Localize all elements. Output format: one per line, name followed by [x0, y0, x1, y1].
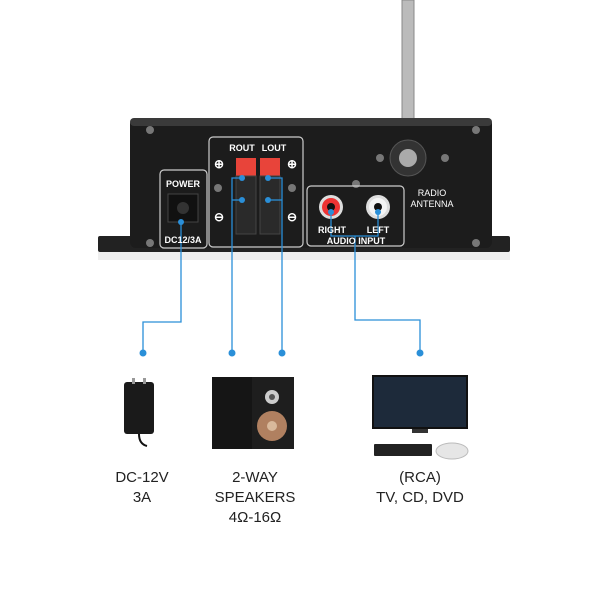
speaker-output-panel — [208, 136, 304, 248]
caption-line: 4Ω-16Ω — [228, 509, 282, 526]
power-panel — [159, 169, 208, 249]
lout-label: LOUT — [262, 143, 287, 153]
screws — [146, 126, 480, 247]
rca-right-jack — [327, 203, 335, 211]
caption-line: 3A — [132, 489, 152, 506]
power-adapter-image — [124, 378, 154, 447]
rout-terminal — [235, 175, 257, 235]
power-label: POWER — [166, 179, 201, 189]
rca-sources-image — [372, 375, 469, 460]
power-adapter-caption: DC-12V 3A — [62, 468, 222, 508]
lout-terminal-plus — [260, 158, 280, 176]
speakers-image — [212, 377, 294, 449]
minus-icon: ⊖ — [287, 210, 297, 224]
caption-line: 2-WAY — [232, 469, 278, 486]
caption-line: SPEAKERS — [214, 489, 296, 506]
rca-sources-caption: (RCA) TV, CD, DVD — [340, 468, 500, 508]
audio-input-label: AUDIO INPUT — [327, 236, 386, 246]
connection-dots — [139, 175, 424, 357]
antenna-label: ANTENNA — [410, 199, 453, 209]
right-label: RIGHT — [318, 225, 347, 235]
minus-icon: ⊖ — [214, 210, 224, 224]
caption-line: DC-12V — [115, 469, 169, 486]
caption-line: TV, CD, DVD — [376, 489, 464, 506]
antenna-label: RADIO — [418, 188, 447, 198]
caption-line: (RCA) — [399, 469, 441, 486]
left-label: LEFT — [367, 225, 390, 235]
plus-icon: ⊕ — [214, 157, 224, 171]
power-rating: DC12/3A — [164, 235, 202, 245]
lout-terminal — [259, 175, 281, 235]
rca-left-jack — [374, 203, 382, 211]
rout-label: ROUT — [229, 143, 255, 153]
connection-lines — [142, 177, 421, 353]
rout-terminal-plus — [236, 158, 256, 176]
speakers-caption: 2-WAY SPEAKERS 4Ω-16Ω — [175, 468, 335, 528]
plus-icon: ⊕ — [287, 157, 297, 171]
